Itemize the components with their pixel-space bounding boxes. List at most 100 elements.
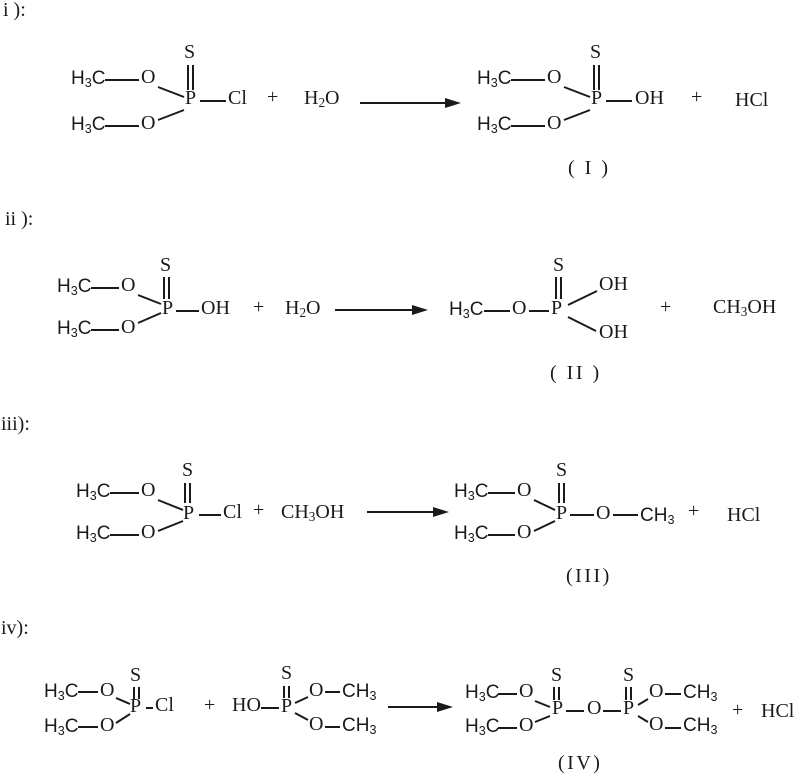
rxn-i-b-sulfur: S: [590, 41, 602, 63]
rxn-iii-a-methyl-top: H3C: [76, 481, 111, 503]
rxn-iv-a-phosphorus: P: [130, 695, 142, 717]
rxn-iv-plus-2: +: [732, 699, 744, 721]
rxn-i-a-methyl-bottom: H3C: [71, 114, 106, 136]
rxn-iv-b-oxygen-top: O: [309, 679, 324, 701]
rxn-i-b-oxygen-top: O: [547, 66, 562, 88]
rxn-ii-a-oxygen-top: O: [121, 274, 136, 296]
rxn-ii-a-methyl-bottom: H3C: [57, 318, 92, 340]
reaction-arrow-icon-ii: [335, 305, 428, 315]
section-label-iv: iv):: [1, 617, 29, 639]
section-label-i: i ):: [3, 0, 26, 21]
rxn-iv-b-oxygen-bottom: O: [309, 713, 324, 735]
rxn-iv-a-methyl-bottom: H3C: [44, 716, 79, 738]
rxn-iii-a-phosphorus: P: [183, 502, 195, 524]
rxn-iv-product-bonds: [498, 687, 681, 729]
rxn-iv-reactant1-bonds: [78, 687, 153, 728]
compound-label-i: ( I ): [568, 157, 611, 179]
compound-label-iv: (IV): [558, 752, 603, 774]
rxn-i-product-bonds: [511, 65, 632, 127]
rxn-iv-a-oxygen-top: O: [100, 679, 115, 701]
rxn-iii-b-methyl-top: H3C: [454, 481, 489, 503]
rxn-i-a-phosphorus: P: [185, 87, 197, 109]
rxn-iv-b-phosphorus: P: [281, 695, 293, 717]
rxn-iii-methanol: CH3OH: [281, 501, 345, 524]
rxn-iv-a-oxygen-bottom: O: [100, 714, 115, 736]
rxn-i-hcl: HCl: [735, 89, 769, 111]
rxn-iii-product-bonds: [488, 483, 638, 536]
rxn-iv-reactant2-bonds: [261, 686, 340, 728]
rxn-i-a-sulfur: S: [184, 41, 196, 63]
rxn-iii-a-oxygen-bottom: O: [141, 521, 156, 543]
rxn-ii-plus-1: +: [253, 296, 265, 318]
rxn-i-plus-2: +: [691, 86, 703, 108]
rxn-iii-hcl: HCl: [727, 504, 761, 526]
rxn-iv-c-oxygen-bottom-right: O: [649, 713, 664, 735]
rxn-iv-a-chlorine: Cl: [155, 694, 174, 716]
rxn-ii-b-methyl: H3C: [449, 299, 484, 321]
rxn-ii-product-bonds: [484, 277, 598, 332]
rxn-i-a-chlorine: Cl: [228, 87, 247, 109]
rxn-iv-c-phosphorus-1: P: [552, 697, 564, 719]
rxn-ii-a-sulfur: S: [160, 254, 172, 276]
rxn-iii-b-oxygen-ester: O: [596, 502, 611, 524]
rxn-iv-a-methyl-top: H3C: [44, 681, 79, 703]
section-label-iii: iii):: [1, 413, 30, 435]
rxn-iv-c-oxygen-bottom-left: O: [519, 714, 534, 736]
rxn-iv-c-methyl-bottom-left: H3C: [465, 716, 500, 738]
compound-label-iii: (III): [566, 565, 612, 587]
rxn-ii-b-hydroxyl-bottom: OH: [599, 321, 628, 343]
rxn-iv-b-methyl-bottom: CH3: [342, 715, 377, 737]
rxn-iv-c-phosphorus-2: P: [623, 697, 635, 719]
rxn-iv-b-hydroxyl: HO: [232, 694, 261, 716]
rxn-ii-plus-2: +: [660, 296, 672, 318]
rxn-i-plus-1: +: [267, 86, 279, 108]
rxn-ii-water: H2O: [285, 297, 321, 320]
rxn-i-reactant-bonds: [105, 65, 226, 127]
rxn-iv-hcl: HCl: [761, 700, 795, 722]
rxn-ii-a-oxygen-bottom: O: [121, 316, 136, 338]
rxn-ii-reactant-bonds: [91, 277, 199, 331]
rxn-iii-b-oxygen-top: O: [517, 479, 532, 501]
rxn-iii-b-methyl-ester: CH3: [640, 505, 675, 527]
rxn-iv-c-sulfur-1: S: [551, 664, 563, 686]
rxn-ii-methanol: CH3OH: [713, 296, 777, 319]
rxn-ii-b-sulfur: S: [553, 254, 565, 276]
rxn-iv-a-sulfur: S: [130, 664, 142, 686]
rxn-iii-a-oxygen-top: O: [141, 479, 156, 501]
rxn-ii-a-hydroxyl: OH: [201, 297, 230, 319]
rxn-i-a-methyl-top: H3C: [71, 68, 106, 90]
rxn-i-a-oxygen-bottom: O: [141, 112, 156, 134]
rxn-iii-plus-2: +: [688, 500, 700, 522]
rxn-ii-b-oxygen: O: [512, 297, 527, 319]
rxn-iv-c-sulfur-2: S: [623, 664, 635, 686]
rxn-iii-a-methyl-bottom: H3C: [76, 523, 111, 545]
rxn-iv-c-methyl-bottom-right: CH3: [683, 715, 718, 737]
rxn-i-a-oxygen-top: O: [141, 66, 156, 88]
rxn-i-water: H2O: [304, 87, 340, 110]
rxn-iv-c-methyl-top-right: CH3: [683, 682, 718, 704]
rxn-i-b-methyl-bottom: H3C: [477, 114, 512, 136]
rxn-i-b-hydroxyl: OH: [635, 87, 664, 109]
rxn-iv-c-oxygen-bridge: O: [587, 697, 602, 719]
rxn-i-b-methyl-top: H3C: [477, 68, 512, 90]
compound-label-ii: ( II ): [550, 362, 602, 384]
section-label-ii: ii ):: [5, 208, 34, 230]
rxn-iii-plus-1: +: [253, 499, 265, 521]
reaction-arrow-icon-iii: [367, 507, 449, 517]
rxn-iii-b-methyl-bottom: H3C: [454, 523, 489, 545]
rxn-iii-a-chlorine: Cl: [223, 501, 242, 523]
rxn-iv-c-oxygen-top-left: O: [519, 680, 534, 702]
rxn-ii-a-methyl-top: H3C: [57, 276, 92, 298]
rxn-iii-reactant-bonds: [110, 483, 221, 536]
rxn-iv-c-methyl-top-left: H3C: [465, 682, 500, 704]
rxn-iii-b-phosphorus: P: [556, 502, 568, 524]
rxn-ii-b-phosphorus: P: [551, 297, 563, 319]
rxn-ii-a-phosphorus: P: [162, 297, 174, 319]
rxn-iii-b-sulfur: S: [556, 459, 568, 481]
rxn-iv-c-oxygen-top-right: O: [649, 680, 664, 702]
rxn-iv-b-sulfur: S: [281, 662, 293, 684]
rxn-i-b-phosphorus: P: [591, 87, 603, 109]
rxn-i-b-oxygen-bottom: O: [547, 112, 562, 134]
